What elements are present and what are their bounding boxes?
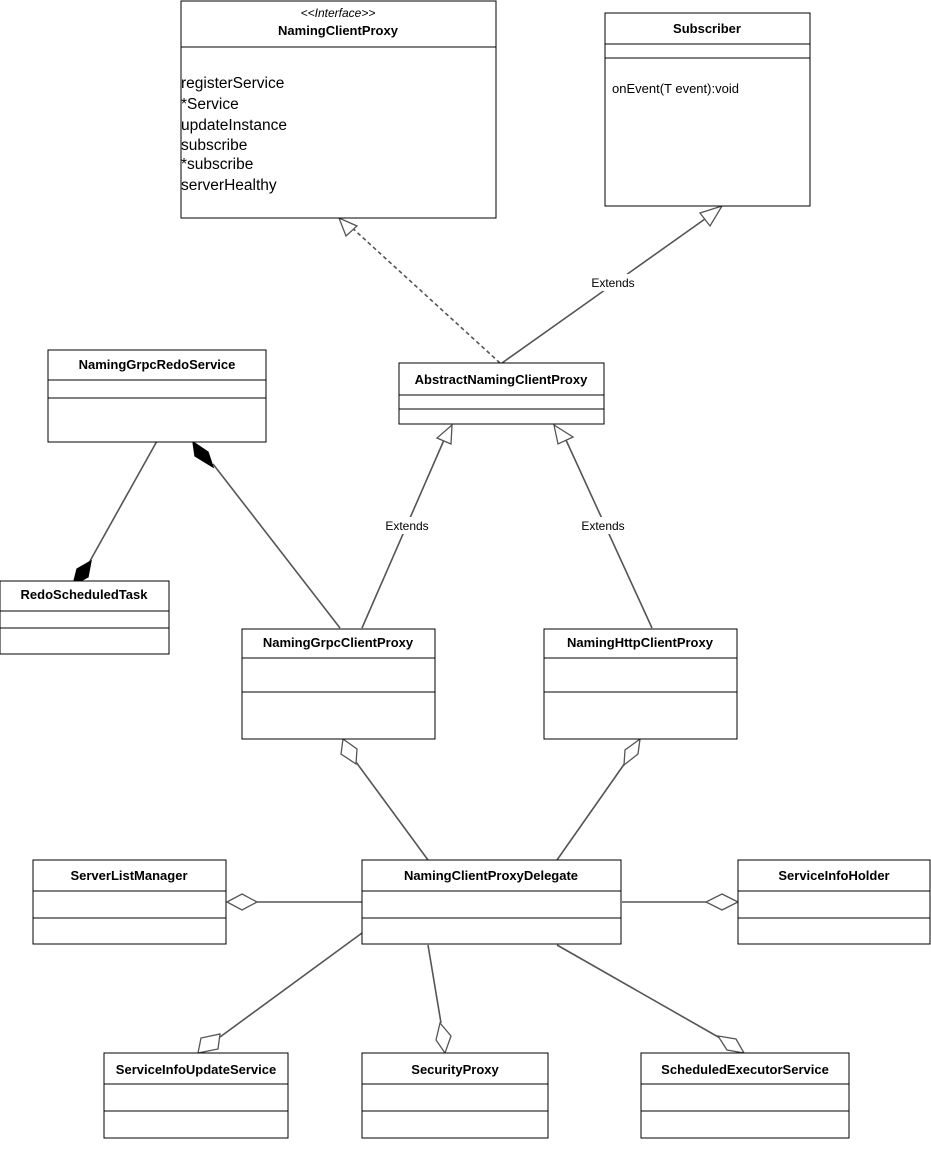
- class-naming-grpc-redo-service[interactable]: NamingGrpcRedoService: [47, 349, 267, 443]
- method-subscribe: subscribe: [181, 137, 247, 154]
- generalization-arrowhead-http: [553, 423, 575, 445]
- class-security-proxy[interactable]: SecurityProxy: [361, 1052, 549, 1139]
- aggregation-diamond-http: [623, 737, 641, 767]
- class-service-info-holder[interactable]: ServiceInfoHolder: [737, 859, 931, 945]
- relations: [89, 213, 721, 1039]
- class-name: Subscriber: [673, 21, 741, 36]
- classes: <<Interface>> NamingClientProxy register…: [0, 0, 931, 1139]
- method-update-instance: updateInstance: [181, 117, 287, 134]
- http-aggregates-delegate: [556, 762, 626, 861]
- class-naming-grpc-client-proxy[interactable]: NamingGrpcClientProxy: [241, 628, 436, 740]
- method-server-healthy: serverHealthy: [181, 177, 277, 194]
- class-redo-scheduled-task[interactable]: RedoScheduledTask: [0, 580, 170, 655]
- aggregation-diamond-executor: [716, 1035, 746, 1054]
- class-name: NamingHttpClientProxy: [567, 635, 714, 650]
- class-name: NamingGrpcClientProxy: [263, 635, 414, 650]
- aggregation-diamond-update-service: [197, 1033, 221, 1054]
- method-on-event: onEvent(T event):void: [612, 81, 739, 96]
- redo-task-composes-redo-service: [89, 440, 158, 562]
- class-name: NamingClientProxyDelegate: [404, 868, 578, 883]
- class-naming-http-client-proxy[interactable]: NamingHttpClientProxy: [543, 628, 738, 740]
- class-scheduled-executor-service[interactable]: ScheduledExecutorService: [640, 1052, 850, 1139]
- method-subscribe-star: *subscribe: [181, 156, 253, 173]
- class-name: AbstractNamingClientProxy: [415, 372, 588, 387]
- class-server-list-manager[interactable]: ServerListManager: [32, 859, 227, 945]
- generalization-arrowhead-subscriber: [698, 204, 724, 228]
- label-grpc-extends-abstract: Extends: [385, 519, 428, 533]
- class-abstract-naming-client-proxy[interactable]: AbstractNamingClientProxy: [398, 362, 605, 425]
- abstract-implements-interface: [348, 224, 501, 364]
- security-aggregates-delegate: [427, 944, 442, 1024]
- class-name: RedoScheduledTask: [21, 587, 149, 602]
- label-abstract-extends-subscriber: Extends: [591, 276, 634, 290]
- update-service-aggregates-delegate: [219, 932, 363, 1038]
- method-register-service: registerService: [181, 75, 284, 92]
- label-http-extends-abstract: Extends: [581, 519, 624, 533]
- executor-aggregates-delegate: [556, 944, 721, 1039]
- generalization-arrowhead-grpc: [435, 423, 453, 445]
- arrowheads: [72, 204, 746, 1055]
- class-subscriber[interactable]: Subscriber onEvent(T event):void: [604, 12, 811, 207]
- class-naming-client-proxy[interactable]: <<Interface>> NamingClientProxy register…: [180, 0, 497, 219]
- class-naming-client-proxy-delegate[interactable]: NamingClientProxyDelegate: [361, 859, 622, 945]
- method-service: *Service: [181, 96, 239, 113]
- class-name: SecurityProxy: [411, 1062, 499, 1077]
- class-name: ServiceInfoHolder: [778, 868, 889, 883]
- stereotype-interface: <<Interface>>: [301, 6, 376, 20]
- composition-diamond-redo-service: [192, 440, 215, 469]
- grpc-aggregates-delegate: [355, 761, 429, 861]
- class-name: ServiceInfoUpdateService: [116, 1062, 276, 1077]
- class-name: NamingClientProxy: [278, 23, 399, 38]
- class-service-info-update-service[interactable]: ServiceInfoUpdateService: [103, 1052, 289, 1139]
- relation-labels: Extends Extends Extends: [377, 274, 641, 534]
- aggregation-diamond-security: [435, 1021, 452, 1055]
- class-name: NamingGrpcRedoService: [79, 357, 236, 372]
- redo-service-composes-grpc: [212, 463, 341, 629]
- aggregation-diamond-holder: [704, 893, 740, 911]
- realization-arrowhead: [337, 216, 359, 238]
- class-name: ScheduledExecutorService: [661, 1062, 829, 1077]
- aggregation-diamond-grpc: [340, 737, 358, 766]
- class-name: ServerListManager: [70, 868, 187, 883]
- aggregation-diamond-server-list: [225, 893, 259, 911]
